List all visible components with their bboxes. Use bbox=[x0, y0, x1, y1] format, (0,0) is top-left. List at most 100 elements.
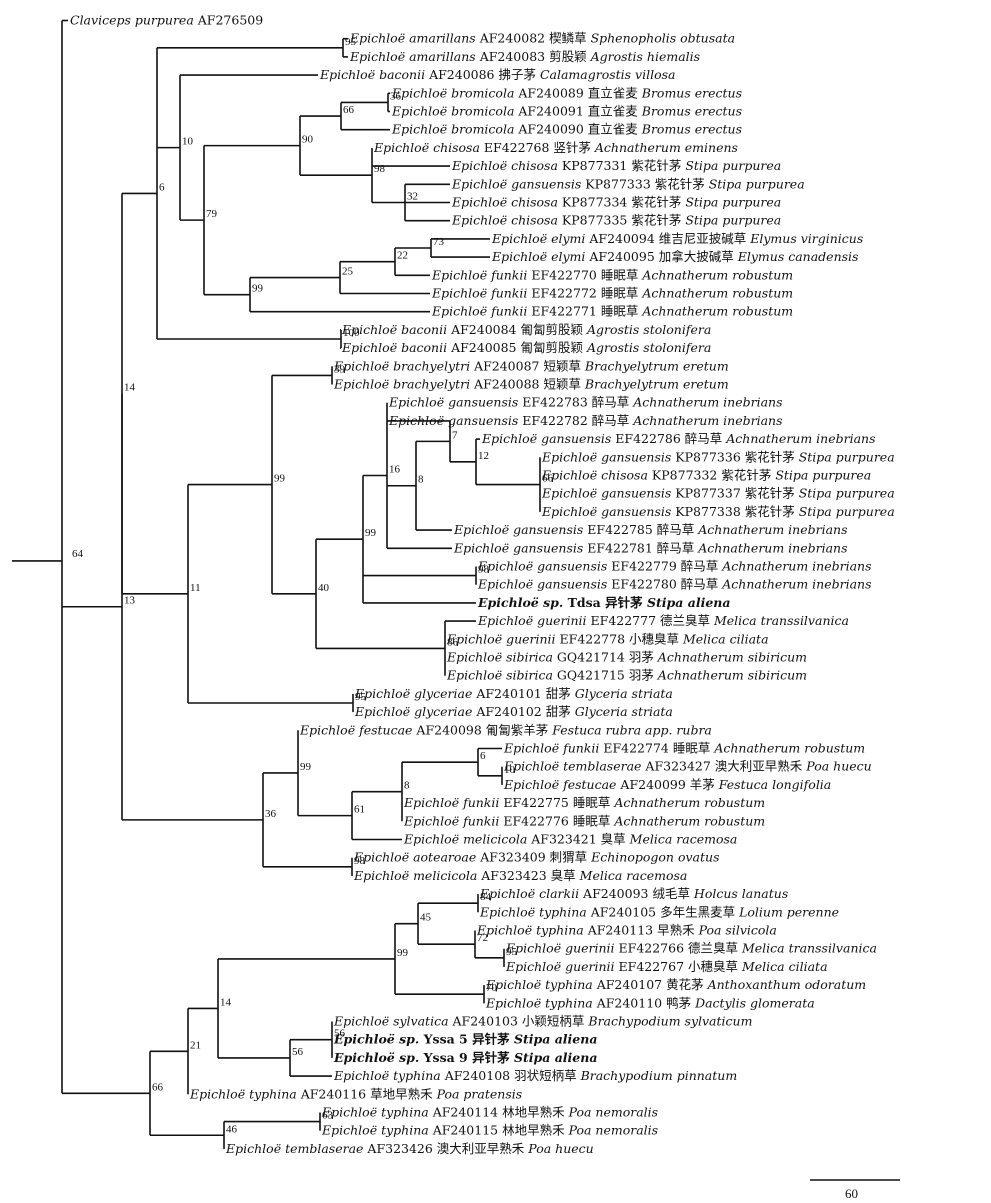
bootstrap-value: 99 bbox=[397, 947, 409, 959]
tip-label: Epichloë chisosa KP877334 紫花针茅 Stipa pur… bbox=[451, 195, 781, 210]
bootstrap-value: 95 bbox=[355, 691, 367, 703]
bootstrap-value: 61 bbox=[354, 804, 365, 816]
tip-label: Epichloë gansuensis EF422779 醉马草 Achnath… bbox=[477, 559, 872, 574]
tip-label: Epichloë gansuensis EF422786 醉马草 Achnath… bbox=[481, 431, 876, 446]
bootstrap-value: 21 bbox=[190, 1039, 201, 1051]
tip-label: Epichloë gansuensis EF422781 醉马草 Achnath… bbox=[453, 540, 848, 555]
tip-label: Claviceps purpurea AF276509 bbox=[70, 13, 263, 28]
tip-label: Epichloë bromicola AF240090 直立雀麦 Bromus … bbox=[391, 122, 742, 137]
bootstrap-value: 14 bbox=[220, 996, 232, 1008]
tip-label: Epichloë funkii EF422772 睡眠草 Achnatherum… bbox=[431, 286, 793, 301]
tip-label: Epichloë funkii EF422774 睡眠草 Achnatherum… bbox=[503, 741, 865, 756]
tip-label: Epichloë bromicola AF240091 直立雀麦 Bromus … bbox=[391, 104, 742, 119]
tip-label: Epichloë melicicola AF323421 臭草 Melica r… bbox=[403, 832, 737, 847]
bootstrap-value: 95 bbox=[345, 36, 357, 48]
bootstrap-value: 100 bbox=[343, 327, 360, 339]
tip-label: Epichloë typhina AF240110 鸭茅 Dactylis gl… bbox=[485, 995, 815, 1010]
tip-label: Epichloë glyceriae AF240101 甜茅 Glyceria … bbox=[354, 686, 673, 701]
bootstrap-value: 56 bbox=[292, 1046, 304, 1058]
bootstrap-value: 66 bbox=[542, 473, 554, 485]
bootstrap-value: 98 bbox=[374, 163, 386, 175]
tip-label: Epichloë funkii EF422776 睡眠草 Achnatherum… bbox=[403, 813, 765, 828]
tip-label: Epichloë gansuensis KP877338 紫花针茅 Stipa … bbox=[541, 504, 895, 519]
tip-label: Epichloë gansuensis EF422780 醉马草 Achnath… bbox=[477, 577, 872, 592]
bootstrap-value: 32 bbox=[407, 191, 418, 203]
bootstrap-value: 98 bbox=[478, 564, 490, 576]
bootstrap-value: 8 bbox=[418, 474, 424, 486]
tip-label: Epichloë typhina AF240116 草地早熟禾 Poa prat… bbox=[189, 1086, 522, 1101]
tip-label: Epichloë sylvatica AF240103 小颖短柄草 Brachy… bbox=[333, 1014, 752, 1029]
bootstrap-value: 99 bbox=[300, 761, 312, 773]
bootstrap-value: 95 bbox=[506, 946, 518, 958]
tip-label: Epichloë temblaserae AF323427 澳大利亚早熟禾 Po… bbox=[503, 759, 872, 774]
tip-label: Epichloë temblaserae AF323426 澳大利亚早熟禾 Po… bbox=[225, 1141, 594, 1156]
bootstrap-value: 16 bbox=[389, 464, 401, 476]
tip-label: Epichloë sp. Yssa 5 异针茅 Stipa aliena bbox=[333, 1032, 597, 1047]
tip-label: Epichloë typhina AF240113 早熟禾 Poa silvic… bbox=[476, 923, 777, 938]
bootstrap-value: 11 bbox=[190, 582, 201, 594]
bootstrap-value: 25 bbox=[342, 266, 354, 278]
bootstrap-value: 99 bbox=[274, 473, 286, 485]
tip-label: Epichloë baconii AF240086 拂子茅 Calamagros… bbox=[319, 67, 676, 82]
tip-label: Epichloë chisosa EF422768 竖针茅 Achnatheru… bbox=[373, 140, 738, 155]
bootstrap-value: 6 bbox=[480, 750, 486, 762]
tip-label: Epichloë typhina AF240114 林地早熟禾 Poa nemo… bbox=[321, 1105, 658, 1120]
tip-label: Epichloë chisosa KP877335 紫花针茅 Stipa pur… bbox=[451, 213, 781, 228]
tip-label: Epichloë funkii EF422775 睡眠草 Achnatherum… bbox=[403, 795, 765, 810]
tip-label: Epichloë elymi AF240094 维吉尼亚披碱草 Elymus v… bbox=[491, 231, 863, 246]
tip-label: Epichloë guerinii EF422777 德兰臭草 Melica t… bbox=[477, 613, 849, 628]
tip-label: Epichloë typhina AF240107 黄花茅 Anthoxanth… bbox=[485, 977, 866, 992]
tip-label: Epichloë typhina AF240108 羽状短柄草 Brachypo… bbox=[333, 1068, 737, 1083]
bootstrap-value: 90 bbox=[302, 134, 314, 146]
bootstrap-value: 7 bbox=[452, 429, 458, 441]
bootstrap-value: 99 bbox=[252, 283, 264, 295]
bootstrap-value: 63 bbox=[322, 1110, 334, 1122]
bootstrap-value: 6 bbox=[159, 181, 165, 193]
bootstrap-value: 98 bbox=[354, 855, 366, 867]
tip-label: Epichloë brachyelytri AF240087 短颖草 Brach… bbox=[333, 358, 729, 373]
tip-label: Epichloë amarillans AF240082 楔鳞草 Sphenop… bbox=[349, 31, 735, 46]
bootstrap-value: 10 bbox=[182, 136, 194, 148]
tip-label: Epichloë elymi AF240095 加拿大披碱草 Elymus ca… bbox=[491, 249, 858, 264]
bootstrap-value: 8 bbox=[404, 780, 410, 792]
tip-label: Epichloë festucae AF240099 羊茅 Festuca lo… bbox=[503, 777, 831, 792]
tip-label: Epichloë clarkii AF240093 绒毛草 Holcus lan… bbox=[479, 886, 788, 901]
tip-label: Epichloë gansuensis KP877333 紫花针茅 Stipa … bbox=[451, 176, 805, 191]
tip-label: Epichloë gansuensis EF422783 醉马草 Achnath… bbox=[388, 395, 783, 410]
bootstrap-value: 64 bbox=[72, 548, 84, 560]
tip-label: Epichloë glyceriae AF240102 甜茅 Glyceria … bbox=[354, 704, 673, 719]
tip-label: Epichloë baconii AF240085 匍匐剪股颖 Agrostis… bbox=[341, 340, 711, 355]
bootstrap-value: 40 bbox=[318, 582, 330, 594]
tip-label: Epichloë sibirica GQ421714 羽茅 Achnatheru… bbox=[446, 650, 807, 665]
bootstrap-value: 73 bbox=[433, 236, 445, 248]
tip-label: Epichloë sibirica GQ421715 羽茅 Achnatheru… bbox=[446, 668, 807, 683]
bootstrap-value: 10 bbox=[504, 764, 516, 776]
tip-label: Epichloë guerinii EF422767 小穗臭草 Melica c… bbox=[505, 959, 828, 974]
tip-label: Epichloë gansuensis KP877336 紫花针茅 Stipa … bbox=[541, 449, 895, 464]
bootstrap-value: 13 bbox=[124, 595, 136, 607]
tip-label: Epichloë gansuensis EF422782 醉马草 Achnath… bbox=[388, 413, 783, 428]
bootstrap-value: 99 bbox=[365, 527, 377, 539]
bootstrap-value: 66 bbox=[343, 104, 355, 116]
tip-label: Epichloë chisosa KP877332 紫花针茅 Stipa pur… bbox=[541, 468, 871, 483]
bootstrap-value: 86 bbox=[447, 636, 459, 648]
bootstrap-value: 36 bbox=[265, 808, 277, 820]
bootstrap-value: 72 bbox=[477, 932, 488, 944]
tip-label: Epichloë funkii EF422771 睡眠草 Achnatherum… bbox=[431, 304, 793, 319]
bootstrap-value: 56 bbox=[334, 1028, 346, 1040]
tip-label: Epichloë guerinii EF422766 德兰臭草 Melica t… bbox=[505, 941, 877, 956]
tip-label: Epichloë guerinii EF422778 小穗臭草 Melica c… bbox=[446, 631, 769, 646]
tip-label: Epichloë gansuensis EF422785 醉马草 Achnath… bbox=[453, 522, 848, 537]
tip-label: Epichloë gansuensis KP877337 紫花针茅 Stipa … bbox=[541, 486, 895, 501]
tip-label: Epichloë sp. Yssa 9 异针茅 Stipa aliena bbox=[333, 1050, 597, 1065]
tip-label: Epichloë bromicola AF240089 直立雀麦 Bromus … bbox=[391, 85, 742, 100]
bootstrap-value: 79 bbox=[206, 208, 218, 220]
bootstrap-value: 14 bbox=[124, 382, 136, 394]
tip-label: Epichloë baconii AF240084 匍匐剪股颖 Agrostis… bbox=[341, 322, 711, 337]
bootstrap-value: 46 bbox=[226, 1123, 238, 1135]
tip-label: Epichloë funkii EF422770 睡眠草 Achnatherum… bbox=[431, 267, 793, 282]
tip-label: Epichloë typhina AF240115 林地早熟禾 Poa nemo… bbox=[321, 1123, 658, 1138]
bootstrap-value: 22 bbox=[397, 250, 408, 262]
